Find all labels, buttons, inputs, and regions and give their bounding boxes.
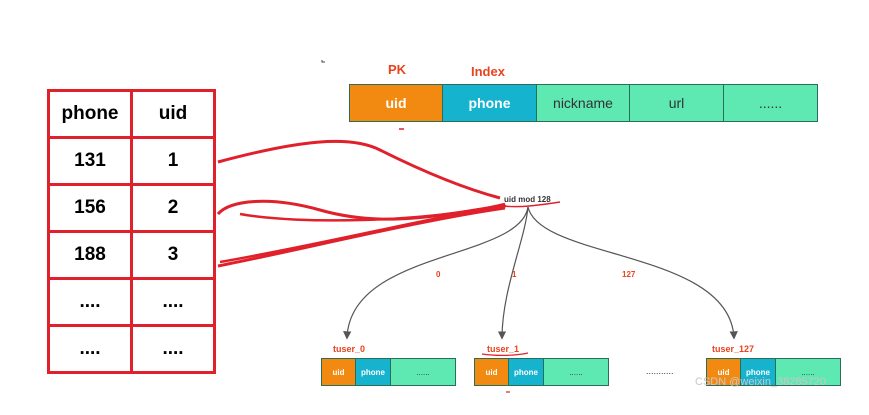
branch-label-0: 0 [436,270,441,279]
phone-uid-mapping-table: phone uid 131 1 156 2 188 3 .... .... ..… [47,89,216,374]
index-label: Index [471,64,505,79]
shard-0-column-uid: uid [322,359,356,385]
shard-table-1: uid phone ...... [474,358,609,386]
cell-phone: .... [47,324,133,374]
cell-phone: 156 [47,183,133,233]
pk-label: PK [388,62,407,77]
table-row: 188 3 [47,230,216,280]
table-row: .... .... [47,324,216,374]
schema-column-phone: phone [443,85,537,121]
table-row: 156 2 [47,183,216,233]
branch-label-127: 127 [622,270,636,279]
branch-127 [527,206,738,340]
cell-uid: 2 [130,183,216,233]
schema-column-nickname: nickname [537,85,630,121]
connector-row-1 [217,139,501,200]
shard-1-column-more: ...... [544,359,608,385]
cell-phone: 131 [47,136,133,186]
shard-0-column-phone: phone [356,359,391,385]
shard-127-column-uid: uid [707,359,741,385]
shard-127-column-phone: phone [741,359,776,385]
cell-phone: 188 [47,230,133,280]
branch-1 [497,206,529,340]
user-table-schema: uid phone nickname url ...... [349,84,818,122]
header-uid: uid [130,89,216,139]
header-phone: phone [47,89,133,139]
shard-label-127: tuser_127 [712,344,755,354]
connector-row-3b [219,204,507,264]
schema-column-uid: uid [350,85,443,121]
shard-label-1: tuser_1 [487,344,520,354]
schema-column-more: ...... [724,85,817,121]
shard-127-column-more: ...... [776,359,840,385]
cell-uid: .... [130,324,216,374]
table-row: 131 1 [47,136,216,186]
routing-node-label: uid mod 128 [504,195,551,204]
shard-1-column-uid: uid [475,359,509,385]
schema-column-url: url [630,85,724,121]
cell-uid: 3 [130,230,216,280]
shard-1-underline [481,352,529,356]
routing-underline [503,201,561,208]
cell-uid: .... [130,277,216,327]
shard-0-column-more: ...... [391,359,455,385]
branch-label-1: 1 [512,270,517,279]
watermark: CSDN @weixin_38285720 [695,376,827,388]
cell-uid: 1 [130,136,216,186]
branch-0 [343,206,529,340]
shard-label-0: tuser_0 [333,344,366,354]
shard-1-column-phone: phone [509,359,544,385]
shard-table-0: uid phone ...... [321,358,456,386]
table-row: .... .... [47,277,216,327]
shards-ellipsis: ........... [646,366,674,376]
cell-phone: .... [47,277,133,327]
shard-table-127: uid phone ...... [706,358,841,386]
table-header-row: phone uid [47,89,216,139]
